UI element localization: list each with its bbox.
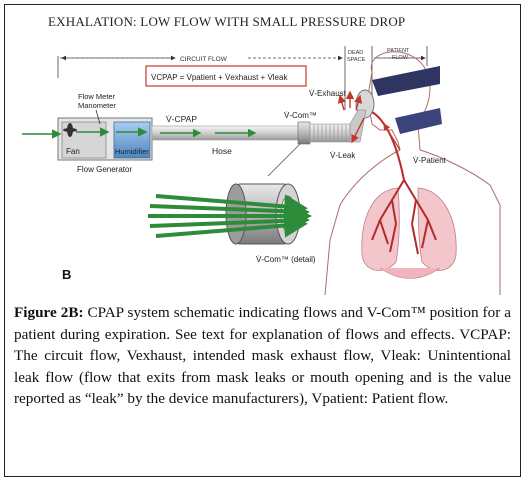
vleak-label: V̇-Leak — [330, 151, 356, 160]
flow-meter-label-2: Manometer — [78, 101, 116, 110]
generator-flow-arrows — [22, 127, 148, 139]
figure-caption: Figure 2B: CPAP system schematic indicat… — [14, 302, 511, 410]
vpatient-label: V̇-Patient — [413, 156, 447, 165]
dead-space-label-2: SPACE — [347, 57, 366, 63]
flow-meter-pointer — [95, 109, 101, 125]
vcpap-label: V̇-CPAP — [166, 114, 197, 124]
exhaust-arrows — [337, 90, 363, 111]
detail-pointer — [267, 143, 301, 177]
short-tube — [309, 123, 351, 143]
humidifier-label: Humidifier — [115, 147, 149, 156]
figure-title: EXHALATION: LOW FLOW WITH SMALL PRESSURE… — [48, 14, 406, 29]
patient-flow-arrow — [383, 122, 401, 151]
fan-label: Fan — [66, 147, 80, 156]
flow-generator-label: Flow Generator — [77, 165, 132, 174]
leak-arrow — [351, 117, 365, 144]
dead-space-label-1: DEAD — [348, 50, 363, 56]
hose-label: Hose — [212, 146, 232, 156]
equation-text: V̇CPAP = V̇patient + V̇exhaust + V̇leak — [151, 73, 288, 82]
chin-strap — [395, 108, 442, 134]
equation-box — [145, 65, 307, 87]
mask-elbow — [349, 109, 367, 143]
fan-icon — [63, 123, 77, 137]
vcom-detail-label: V̇-Com™ (detail) — [256, 255, 316, 264]
lungs — [361, 187, 457, 279]
flow-meter-label-1: Flow Meter — [78, 92, 116, 101]
vexhaust-label: V̇-Exhaust — [309, 89, 347, 98]
detail-flow-arrows — [148, 194, 312, 238]
panel-letter: B — [62, 267, 71, 282]
head-strap — [372, 66, 440, 96]
caption-text: CPAP system schematic indicating flows a… — [14, 304, 511, 408]
patient-flow-label-1: PATIENT — [387, 48, 410, 54]
vcom-label: V̇-Com™ — [284, 111, 317, 120]
patient-flow-label-2: FLOW — [392, 55, 409, 61]
cpap-schematic: CIRCUIT FLOW DEAD SPACE PATIENT FLOW V̇C… — [22, 46, 501, 296]
vcom-connector[interactable] — [297, 121, 311, 145]
caption-lead: Figure 2B: — [14, 304, 84, 321]
circuit-flow-label: CIRCUIT FLOW — [180, 56, 228, 63]
